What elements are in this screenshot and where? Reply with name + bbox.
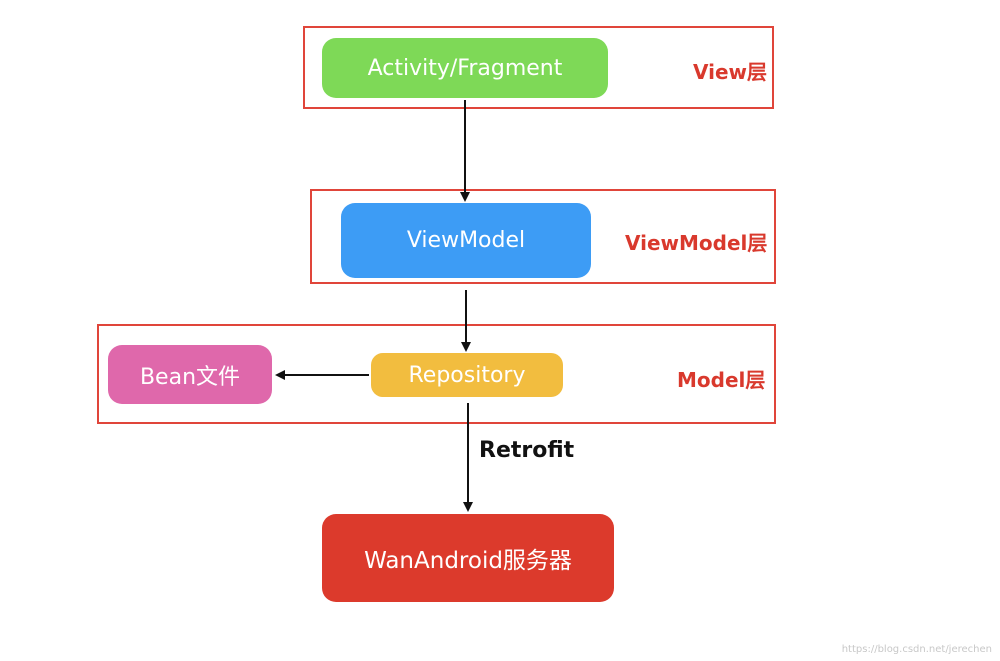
retrofit-edge-label: Retrofit bbox=[479, 438, 575, 463]
viewmodel-layer-box bbox=[310, 189, 776, 284]
viewmodel-layer-label: ViewModel层 bbox=[625, 231, 768, 255]
view-layer-box bbox=[303, 26, 774, 109]
wanandroid-server-node: WanAndroid服务器 bbox=[322, 514, 614, 602]
viewmodel-node: ViewModel bbox=[341, 203, 591, 278]
watermark: https://blog.csdn.net/jerechen bbox=[841, 644, 992, 655]
model-layer-box bbox=[97, 324, 776, 424]
activity-fragment-node: Activity/Fragment bbox=[322, 38, 608, 98]
repository-node: Repository bbox=[371, 353, 563, 397]
model-layer-label: Model层 bbox=[677, 368, 766, 392]
bean-file-node: Bean文件 bbox=[108, 345, 272, 404]
view-layer-label: View层 bbox=[693, 60, 768, 84]
